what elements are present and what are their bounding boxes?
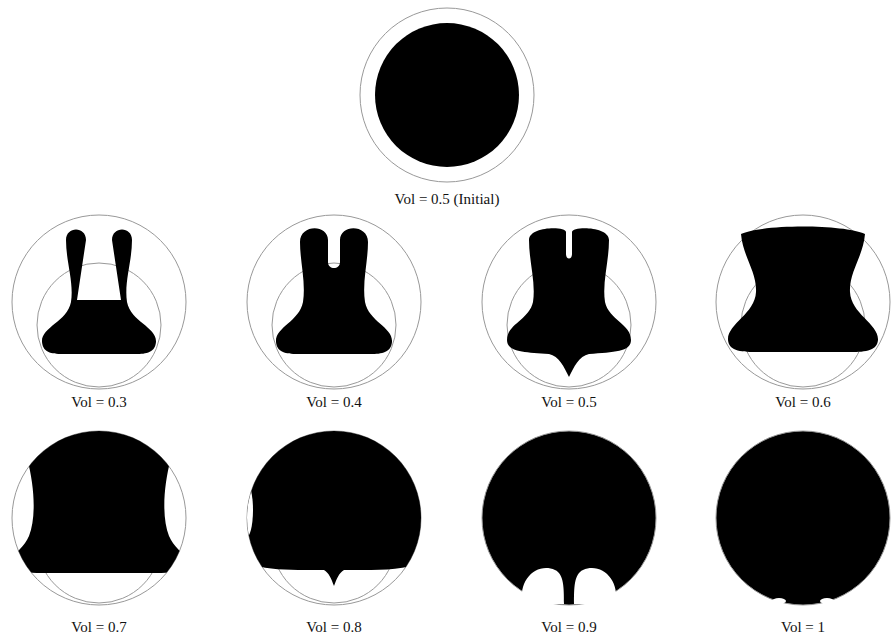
void-notch <box>239 482 253 538</box>
volume-label: Vol = 0.8 <box>306 618 361 636</box>
vol08-panel <box>239 423 429 605</box>
void-lobes <box>522 568 616 604</box>
volume-label: Vol = 0.4 <box>306 393 361 411</box>
vol04-panel <box>247 215 421 389</box>
vol03-panel <box>12 215 186 389</box>
domain-circle <box>482 215 656 389</box>
domain-circle <box>247 215 421 389</box>
vol07-panel <box>11 423 187 605</box>
material-disk <box>482 431 656 605</box>
material-shape <box>276 228 392 354</box>
void-spot <box>772 598 786 604</box>
volume-label: Vol = 0.7 <box>71 618 126 636</box>
volume-label: Vol = 0.9 <box>541 618 596 636</box>
volume-label: Vol = 0.6 <box>775 393 830 411</box>
material-disk <box>375 23 519 167</box>
material-shape <box>11 423 187 573</box>
vol06-panel <box>716 215 890 389</box>
material-shape <box>728 227 878 353</box>
material-shape <box>239 423 429 586</box>
volume-label: Vol = 0.5 <box>541 393 596 411</box>
initial-panel <box>360 8 534 182</box>
volume-label: Vol = 0.5 (Initial) <box>395 190 500 208</box>
domain-circle <box>360 8 534 182</box>
void-spot <box>820 598 834 604</box>
volume-label: Vol = 0.3 <box>71 393 126 411</box>
volume-label: Vol = 1 <box>781 618 825 636</box>
vol05-panel <box>482 215 656 389</box>
material-shape <box>507 228 631 377</box>
domain-circle <box>12 215 186 389</box>
material-shape <box>42 230 156 355</box>
vol09-panel <box>482 431 656 605</box>
vol1-panel <box>716 431 890 605</box>
domain-circle <box>716 215 890 389</box>
material-disk <box>716 431 890 605</box>
